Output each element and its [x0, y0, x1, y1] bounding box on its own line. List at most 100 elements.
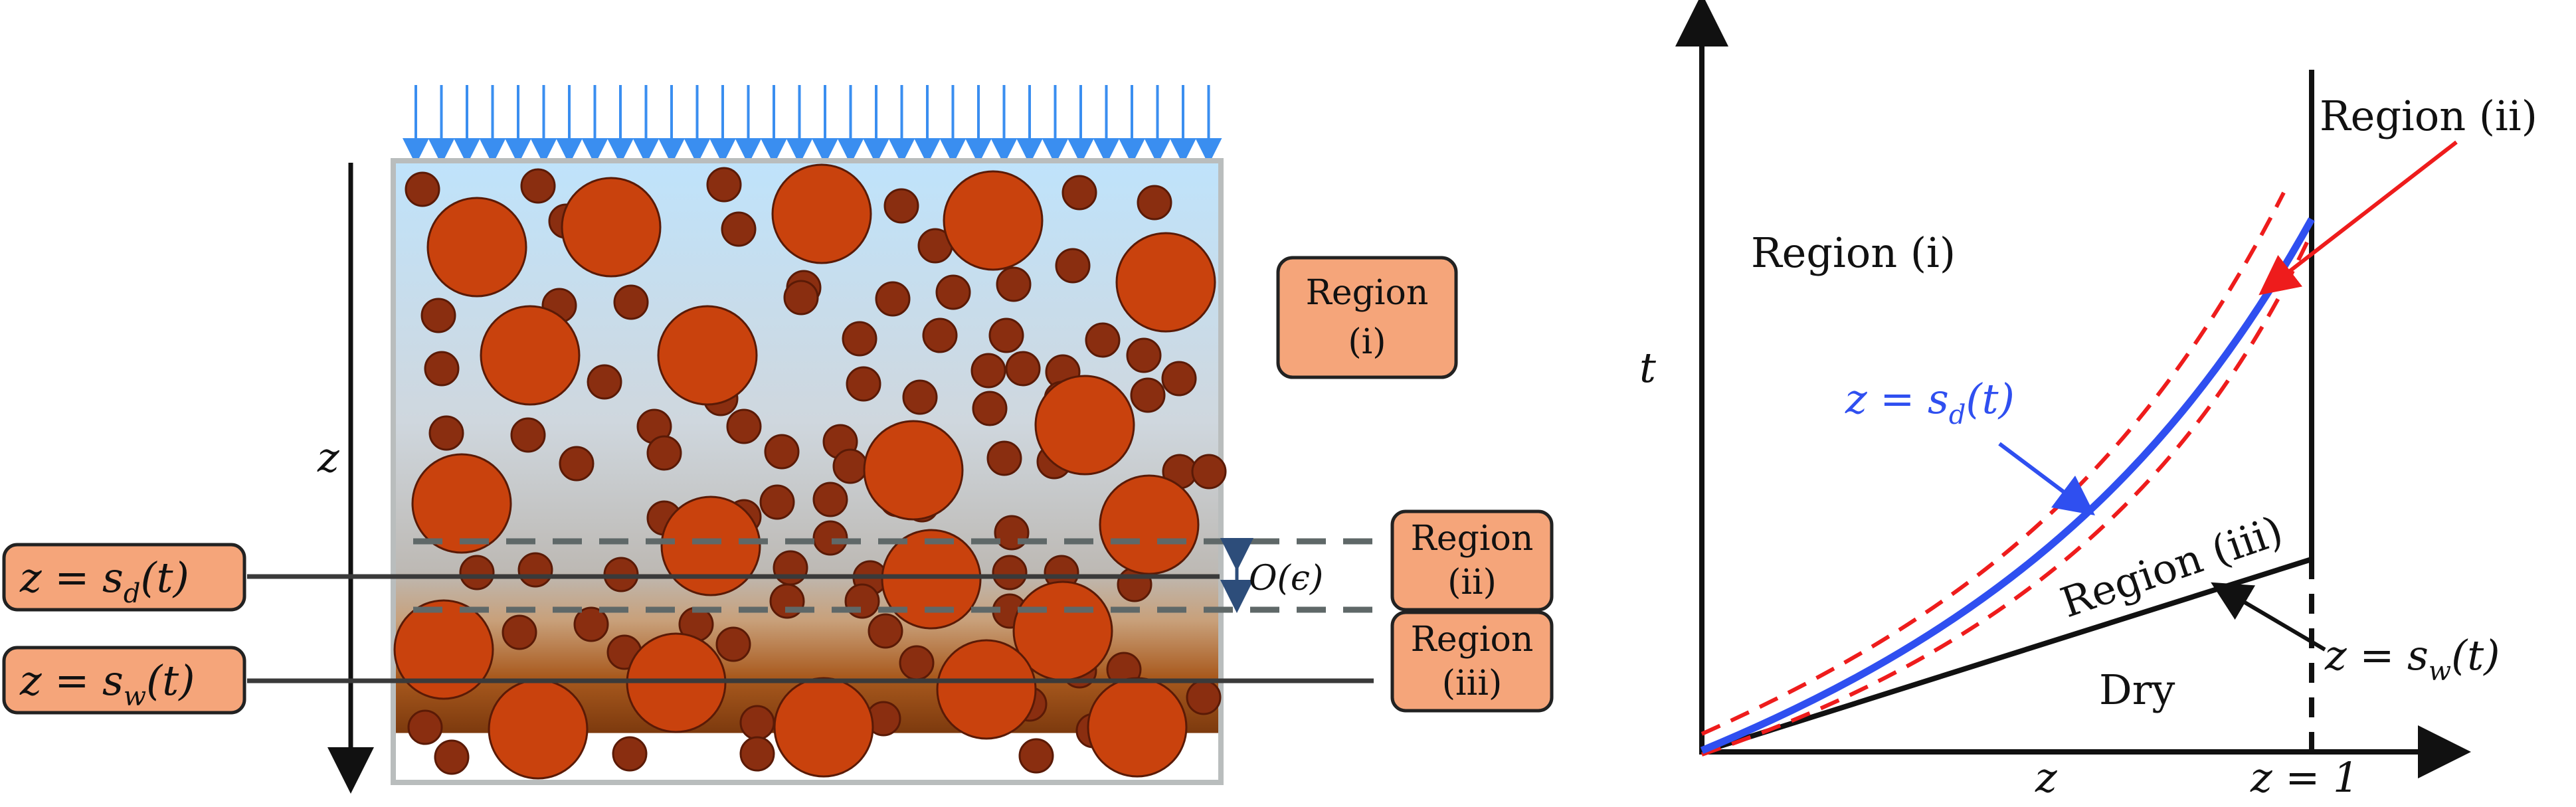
- small-particle: [420, 298, 456, 333]
- small-particle: [405, 171, 440, 207]
- svg-text:Region: Region: [1411, 620, 1534, 660]
- small-particle: [721, 211, 757, 247]
- small-particle: [1137, 185, 1172, 221]
- small-particle: [459, 555, 495, 590]
- z-axis-label: z: [317, 433, 339, 482]
- small-particle: [520, 168, 556, 204]
- svg-text:(iii): (iii): [1442, 664, 1502, 703]
- large-particle: [1087, 677, 1188, 778]
- small-particle: [424, 351, 460, 387]
- small-particle: [1085, 322, 1121, 358]
- small-particle: [1161, 361, 1197, 397]
- small-particle: [573, 606, 609, 642]
- small-particle: [434, 739, 470, 775]
- small-particle: [992, 555, 1028, 590]
- large-particle: [488, 679, 589, 780]
- small-particle: [846, 366, 881, 402]
- small-particle: [559, 446, 595, 482]
- particles: [393, 163, 1227, 780]
- region-i-label: Region (i): [1751, 228, 1956, 277]
- small-particle: [773, 550, 808, 586]
- right-panel: t z z = 1 Region (i) Region (ii) Region …: [1639, 0, 2537, 802]
- large-particle: [943, 170, 1044, 271]
- small-particle: [739, 705, 775, 741]
- small-particle: [970, 353, 1006, 389]
- small-particle: [1191, 454, 1227, 490]
- svg-text:Region: Region: [1411, 519, 1534, 559]
- small-particle: [868, 613, 903, 649]
- large-particle: [480, 305, 581, 406]
- large-particle: [1115, 232, 1216, 333]
- svg-text:z = sd(t): z = sd(t): [19, 553, 189, 609]
- small-particle: [587, 364, 622, 400]
- small-particle: [842, 321, 877, 357]
- small-particle: [875, 281, 911, 317]
- small-particle: [428, 415, 464, 451]
- large-particle: [426, 197, 527, 298]
- boundary-layer-label: O(ϵ): [1249, 559, 1323, 598]
- large-particle: [393, 599, 494, 700]
- small-particle: [902, 379, 938, 415]
- small-particle: [726, 408, 762, 444]
- dry-label: Dry: [2099, 666, 2175, 714]
- small-particle: [899, 645, 935, 681]
- svg-text:(ii): (ii): [1447, 563, 1497, 602]
- small-particle: [832, 448, 868, 484]
- small-particle: [646, 435, 682, 471]
- small-particle: [1018, 738, 1054, 774]
- svg-text:(i): (i): [1348, 322, 1386, 362]
- large-particle: [863, 420, 964, 521]
- region-i-box: Region (i): [1276, 256, 1458, 379]
- sw-curve-label: z = sw(t): [2324, 631, 2500, 687]
- large-particle: [657, 305, 758, 406]
- small-particle: [407, 709, 443, 745]
- large-particle: [773, 677, 874, 778]
- large-particle: [411, 453, 512, 554]
- wetting-front-label: z = sw(t): [2, 646, 246, 715]
- large-particle: [561, 177, 662, 278]
- drying-front-label: z = sd(t): [2, 543, 246, 612]
- large-particle: [771, 163, 872, 264]
- small-particle: [783, 280, 819, 315]
- left-panel: z O(ϵ) z = sd(t) z = sw(t) Region (i): [2, 85, 1554, 794]
- small-particle: [502, 614, 537, 650]
- z-axis-label-right: z: [2035, 753, 2057, 802]
- small-particle: [935, 274, 971, 310]
- large-particle: [936, 639, 1037, 740]
- small-particle: [612, 736, 648, 772]
- small-particle: [517, 552, 553, 588]
- region-ii-label: Region (ii): [2320, 92, 2537, 140]
- large-particle: [881, 529, 982, 630]
- sd-pointer-arrow: [1998, 442, 2095, 515]
- small-particle: [922, 317, 958, 353]
- t-axis-label: t: [1639, 343, 1656, 392]
- region-ii-box: Region (ii): [1390, 509, 1554, 612]
- small-particle: [613, 284, 649, 320]
- sd-curve: [1700, 217, 2315, 755]
- small-particle: [1186, 679, 1222, 715]
- small-particle: [812, 520, 848, 556]
- small-particle: [706, 167, 742, 203]
- z-equals-one-label: z = 1: [2250, 753, 2359, 802]
- small-particle: [988, 317, 1024, 353]
- small-particle: [972, 391, 1008, 426]
- flux-arrows: [403, 85, 1222, 165]
- sw-curve: [1701, 557, 2313, 755]
- small-particle: [986, 440, 1022, 476]
- small-particle: [996, 266, 1032, 302]
- small-particle: [715, 626, 751, 662]
- small-particle: [1130, 377, 1166, 413]
- small-particle: [1055, 248, 1091, 284]
- small-particle: [510, 417, 546, 453]
- small-particle: [759, 484, 795, 520]
- svg-text:z = sw(t): z = sw(t): [19, 656, 195, 712]
- large-particle: [1099, 474, 1200, 575]
- svg-text:Region: Region: [1306, 273, 1429, 313]
- small-particle: [739, 736, 775, 772]
- region-iii-box: Region (iii): [1390, 610, 1554, 713]
- large-particle: [1034, 375, 1135, 476]
- small-particle: [1126, 337, 1162, 373]
- small-particle: [764, 434, 800, 470]
